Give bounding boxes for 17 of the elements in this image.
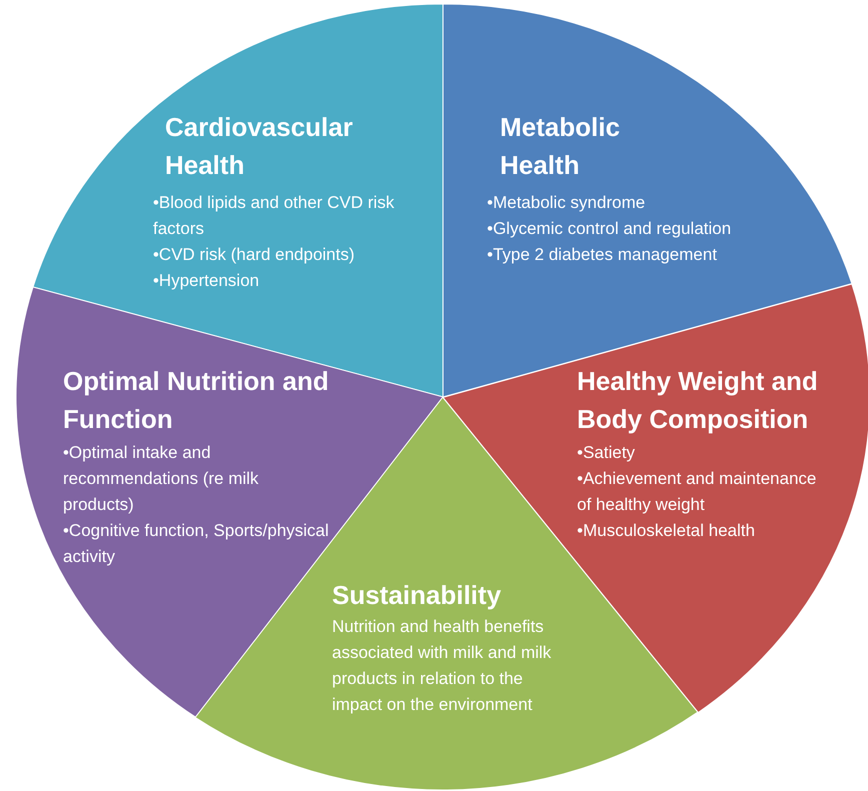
bullet-item: •Satiety (577, 442, 636, 464)
bullet-item: •Hypertension (152, 270, 260, 292)
segment-heading: Sustainability (332, 579, 502, 612)
bullet-item: •Achievement and maintenance of healthy weight (577, 468, 818, 516)
bullet-item: •Optimal intake and recommendations (re milk products) (62, 442, 260, 516)
bullet-item: •CVD risk (hard endpoints) (152, 244, 356, 266)
segment-heading: Healthy Weight and Body Composition (577, 364, 819, 436)
bullet-item: •Musculoskeletal health (577, 520, 756, 542)
segment-heading: Metabolic Health (500, 111, 621, 182)
segment-description: Nutrition and health benefits associated with milk and milk products in relation to the impact on the environment (332, 616, 552, 716)
segment-heading: Optimal Nutrition and Function (62, 364, 330, 436)
bullet-item: •Cognitive function, Sports/physical activity (62, 520, 330, 568)
segment-heading: Cardiovascular Health (164, 111, 354, 182)
bullet-item: •Glycemic control and regulation (487, 218, 732, 240)
bullet-item: •Type 2 diabetes management (487, 244, 718, 266)
bullet-item: •Blood lipids and other CVD risk factors (152, 192, 396, 240)
bullet-item: •Metabolic syndrome (487, 192, 646, 214)
